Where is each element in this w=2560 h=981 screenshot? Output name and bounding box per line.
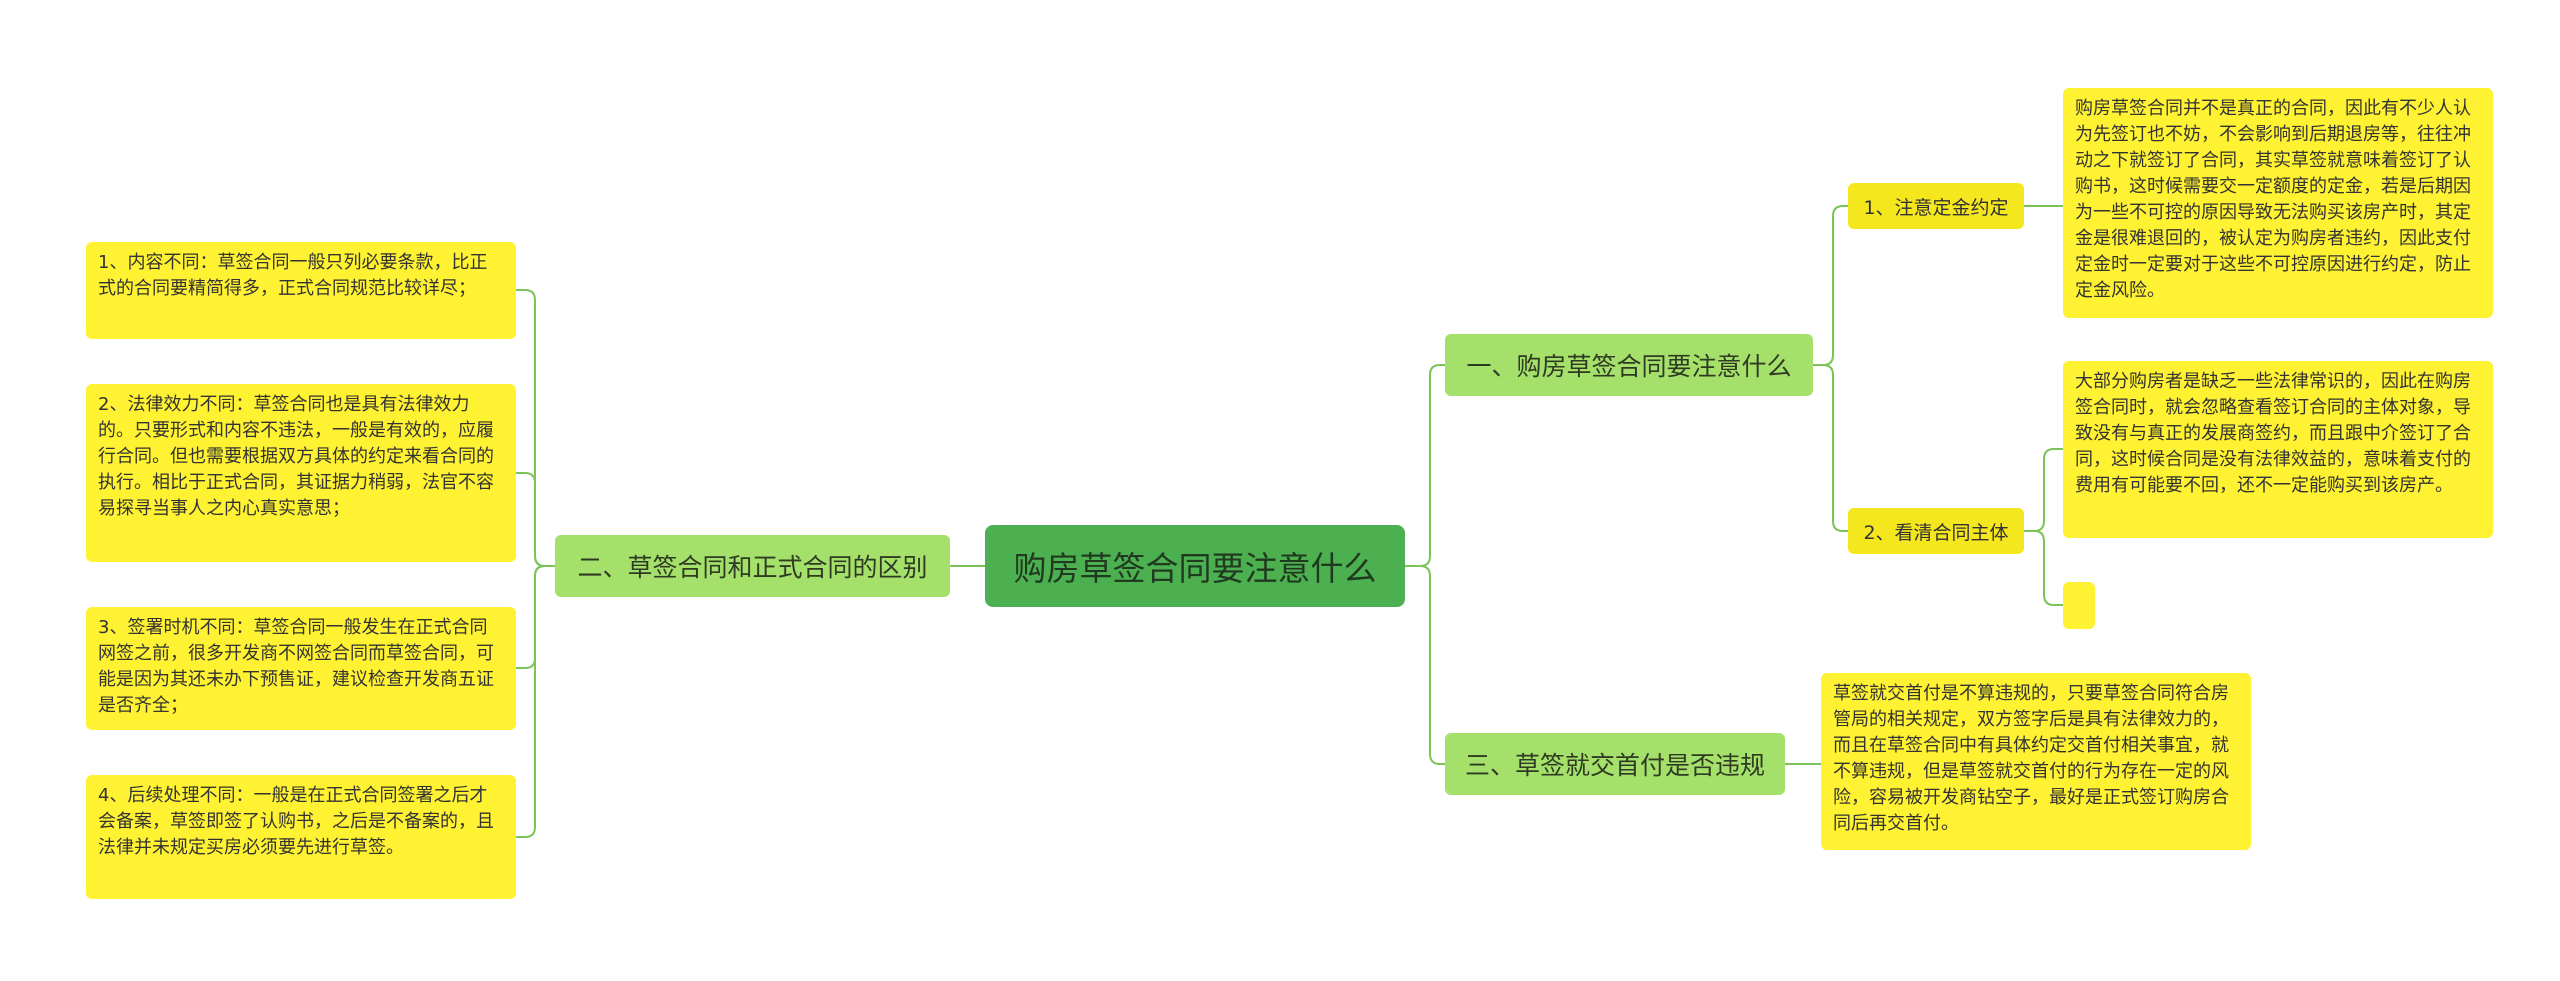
connector-b1-s2 [1813,364,1848,532]
subtopic-deposit[interactable]: 1、注意定金约定 [1848,183,2024,229]
leaf-note-follow-up[interactable]: 4、后续处理不同：一般是在正式合同签署之后才会备案，草签即签了认购书，之后是不备… [86,775,516,899]
leaf-note-signing-timing[interactable]: 3、签署时机不同：草签合同一般发生在正式合同网签之前，很多开发商不网签合同而草签… [86,607,516,730]
branch-topic-2[interactable]: 二、草签合同和正式合同的区别 [555,535,950,597]
leaf-note-empty[interactable] [2063,582,2095,629]
connector-s2-L3 [2024,530,2063,606]
connector-b1-s1 [1813,205,1848,366]
connector-b2-l4 [516,565,555,838]
connector-s2-L2 [2024,448,2063,532]
connector-root-b3 [1405,565,1445,765]
connector-root-b1 [1405,364,1445,567]
connector-b2-l2 [516,472,555,567]
leaf-note-content-diff[interactable]: 1、内容不同：草签合同一般只列必要条款，比正式的合同要精简得多，正式合同规范比较… [86,242,516,339]
leaf-note-contract-party[interactable]: 大部分购房者是缺乏一些法律常识的，因此在购房签合同时，就会忽略查看签订合同的主体… [2063,361,2493,538]
leaf-note-deposit[interactable]: 购房草签合同并不是真正的合同，因此有不少人认为先签订也不妨，不会影响到后期退房等… [2063,88,2493,318]
leaf-note-legal-effect[interactable]: 2、法律效力不同：草签合同也是具有法律效力的。只要形式和内容不违法，一般是有效的… [86,384,516,562]
leaf-note-down-payment[interactable]: 草签就交首付是不算违规的，只要草签合同符合房管局的相关规定，双方签字后是具有法律… [1821,673,2251,850]
branch-topic-1[interactable]: 一、购房草签合同要注意什么 [1445,334,1813,396]
subtopic-contract-party[interactable]: 2、看清合同主体 [1848,508,2024,554]
root-topic[interactable]: 购房草签合同要注意什么 [985,525,1405,607]
branch-topic-3[interactable]: 三、草签就交首付是否违规 [1445,733,1785,795]
